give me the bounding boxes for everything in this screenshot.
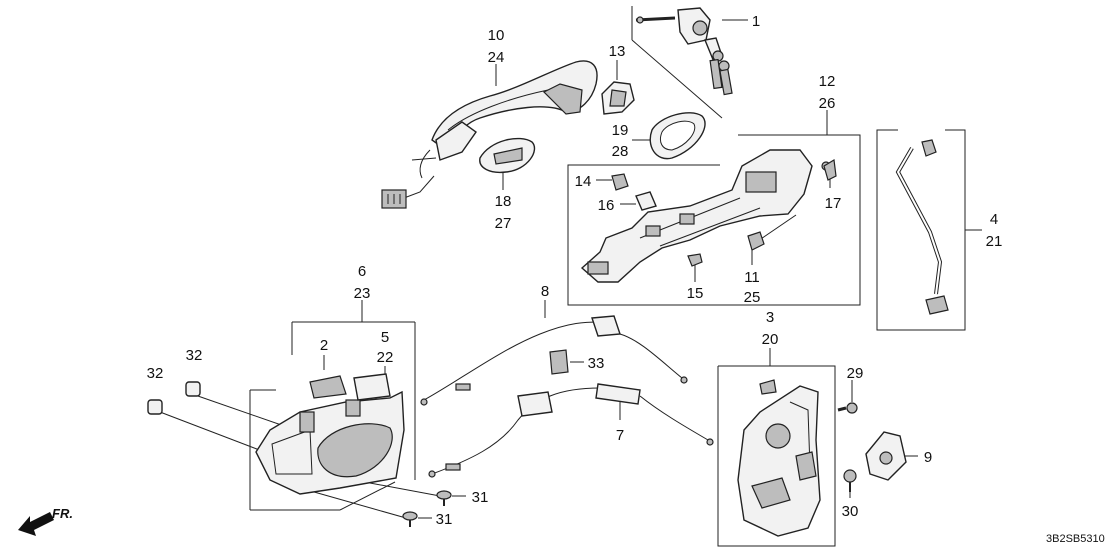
cable-part-8 [420, 315, 688, 406]
callout-5: 5 [381, 329, 389, 346]
callout-10: 10 [488, 27, 505, 44]
callout-8: 8 [541, 283, 549, 300]
striker-part [865, 431, 907, 481]
callout-30: 30 [842, 503, 859, 520]
clip-parts-32 [147, 381, 201, 415]
callout-29: 29 [847, 365, 864, 382]
callout-11: 11 [744, 269, 760, 286]
callout-26: 26 [819, 95, 836, 112]
callout-4: 4 [990, 211, 998, 228]
screw-parts-31 [402, 490, 452, 527]
callout-23: 23 [354, 285, 371, 302]
callout-2: 2 [320, 337, 328, 354]
callout-14: 14 [575, 173, 592, 190]
front-direction-arrow: FR. [18, 506, 73, 536]
callout-19: 19 [612, 122, 629, 139]
callout-13: 13 [609, 43, 626, 60]
callout-18: 18 [495, 193, 512, 210]
leader-lines [159, 6, 982, 547]
cap-part [601, 81, 635, 115]
callout-17: 17 [825, 195, 842, 212]
callout-12: 12 [819, 73, 836, 90]
callout-27: 27 [495, 215, 512, 232]
protector-part [479, 137, 536, 174]
gasket-part [649, 112, 706, 160]
front-direction-label: FR. [52, 506, 73, 521]
outer-door-handle-part [381, 60, 598, 209]
small-fasteners [611, 159, 837, 267]
key-cylinder-part [635, 7, 733, 96]
callout-21: 21 [986, 233, 1003, 250]
clip-part-33 [549, 349, 569, 375]
callout-1: 1 [752, 13, 760, 30]
callout-22: 22 [377, 349, 394, 366]
callout-28: 28 [612, 143, 629, 160]
callout-31-b: 31 [436, 511, 453, 528]
callout-7: 7 [616, 427, 624, 444]
door-latch-part [737, 379, 821, 537]
callout-9: 9 [924, 449, 932, 466]
callout-20: 20 [762, 331, 779, 348]
callout-32-b: 32 [147, 365, 164, 382]
callout-16: 16 [598, 197, 615, 214]
inner-handle-part [255, 373, 405, 495]
callout-32-a: 32 [186, 347, 203, 364]
callout-6: 6 [358, 263, 366, 280]
callout-labels: 1 10 24 13 19 28 18 27 12 26 14 16 17 4 … [147, 13, 1003, 528]
cable-part-7 [428, 383, 714, 478]
callout-24: 24 [488, 49, 505, 66]
callout-33: 33 [588, 355, 605, 372]
callout-25: 25 [744, 289, 761, 306]
callout-31-a: 31 [472, 489, 489, 506]
callout-3: 3 [766, 309, 774, 326]
callout-15: 15 [687, 285, 704, 302]
rod-part [895, 139, 949, 315]
diagram-code: 3B2SB5310 [1046, 533, 1105, 545]
screw-parts-29-30 [837, 402, 858, 492]
handle-base-part [580, 149, 813, 283]
